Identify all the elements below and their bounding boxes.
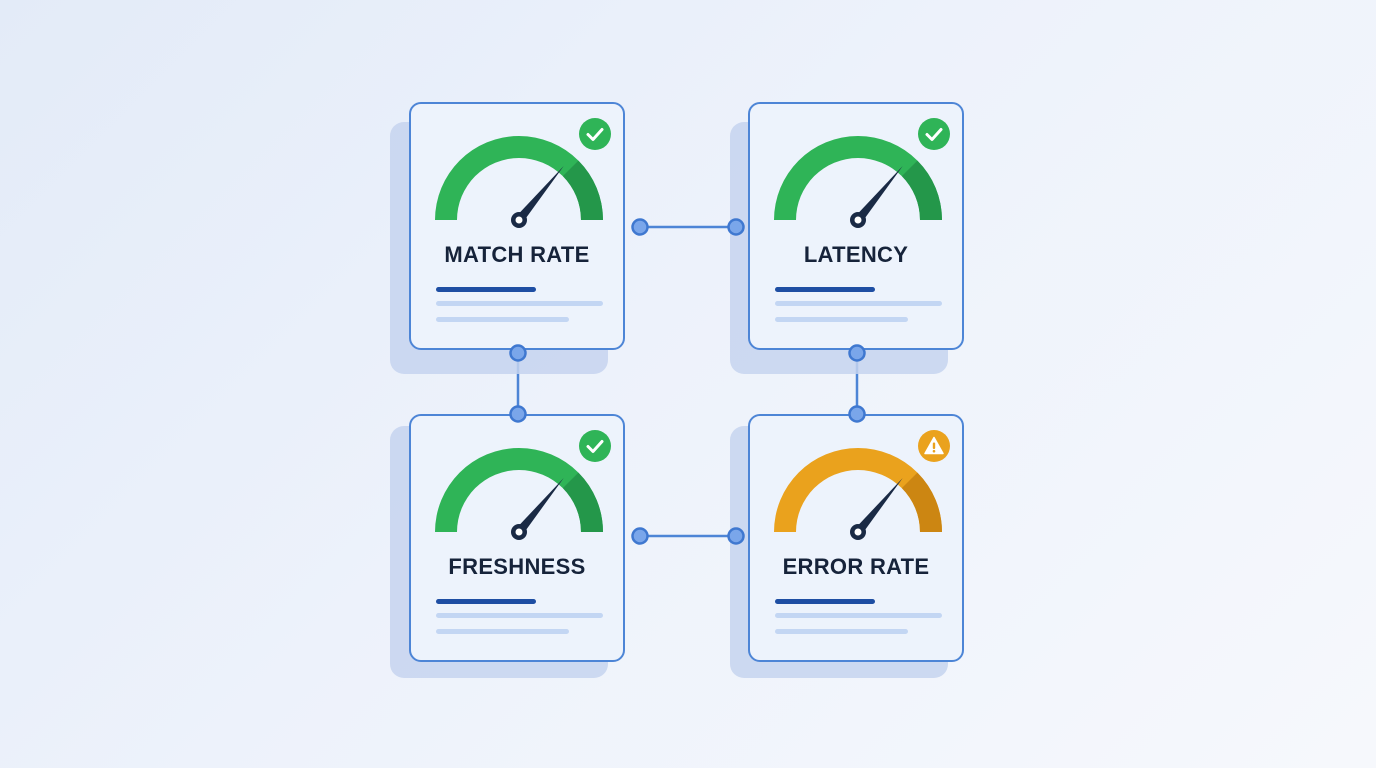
gauge-needle <box>515 478 564 535</box>
detail-line <box>436 317 569 322</box>
connector-node <box>631 527 649 545</box>
gauge-icon <box>774 448 942 540</box>
metric-card-latency: LATENCY <box>748 102 964 350</box>
detail-line <box>775 629 908 634</box>
metric-card-match-rate: MATCH RATE <box>409 102 625 350</box>
gauge-hub-center <box>515 216 523 224</box>
card-title: ERROR RATE <box>782 554 930 579</box>
gauge-icon <box>435 136 603 228</box>
connector-node <box>727 527 745 545</box>
gauge-needle <box>515 166 564 223</box>
check-icon <box>579 118 611 150</box>
gauge-arc-shade <box>901 472 942 532</box>
card-title: FRESHNESS <box>448 554 586 579</box>
gauge-arc <box>435 136 603 220</box>
check-icon <box>579 430 611 462</box>
detail-line-primary <box>775 287 875 292</box>
gauge-hub-center <box>854 528 862 536</box>
gauge-needle <box>854 478 903 535</box>
detail-line <box>436 301 603 306</box>
connector-node <box>509 344 527 362</box>
connector-node <box>727 218 745 236</box>
gauge-arc <box>774 448 942 532</box>
gauge-hub-center <box>515 528 523 536</box>
gauge-arc <box>774 136 942 220</box>
gauge-icon <box>435 448 603 540</box>
gauge-arc-shade <box>901 160 942 220</box>
connector-node <box>848 344 866 362</box>
connector-node <box>631 218 649 236</box>
detail-line <box>436 629 569 634</box>
card-title: LATENCY <box>803 242 909 267</box>
check-icon <box>918 118 950 150</box>
warning-icon <box>918 430 950 462</box>
gauge-arc-shade <box>562 160 603 220</box>
metric-card-freshness: FRESHNESS <box>409 414 625 662</box>
detail-line <box>436 613 603 618</box>
detail-line-primary <box>436 599 536 604</box>
detail-line <box>775 613 942 618</box>
detail-line <box>775 317 908 322</box>
gauge-needle <box>854 166 903 223</box>
gauge-icon <box>774 136 942 228</box>
gauge-hub-center <box>854 216 862 224</box>
connector-node <box>509 405 527 423</box>
card-title: MATCH RATE <box>444 242 590 267</box>
gauge-arc <box>435 448 603 532</box>
detail-line <box>775 301 942 306</box>
gauge-arc-shade <box>562 472 603 532</box>
connector-node <box>848 405 866 423</box>
detail-line-primary <box>436 287 536 292</box>
detail-line-primary <box>775 599 875 604</box>
